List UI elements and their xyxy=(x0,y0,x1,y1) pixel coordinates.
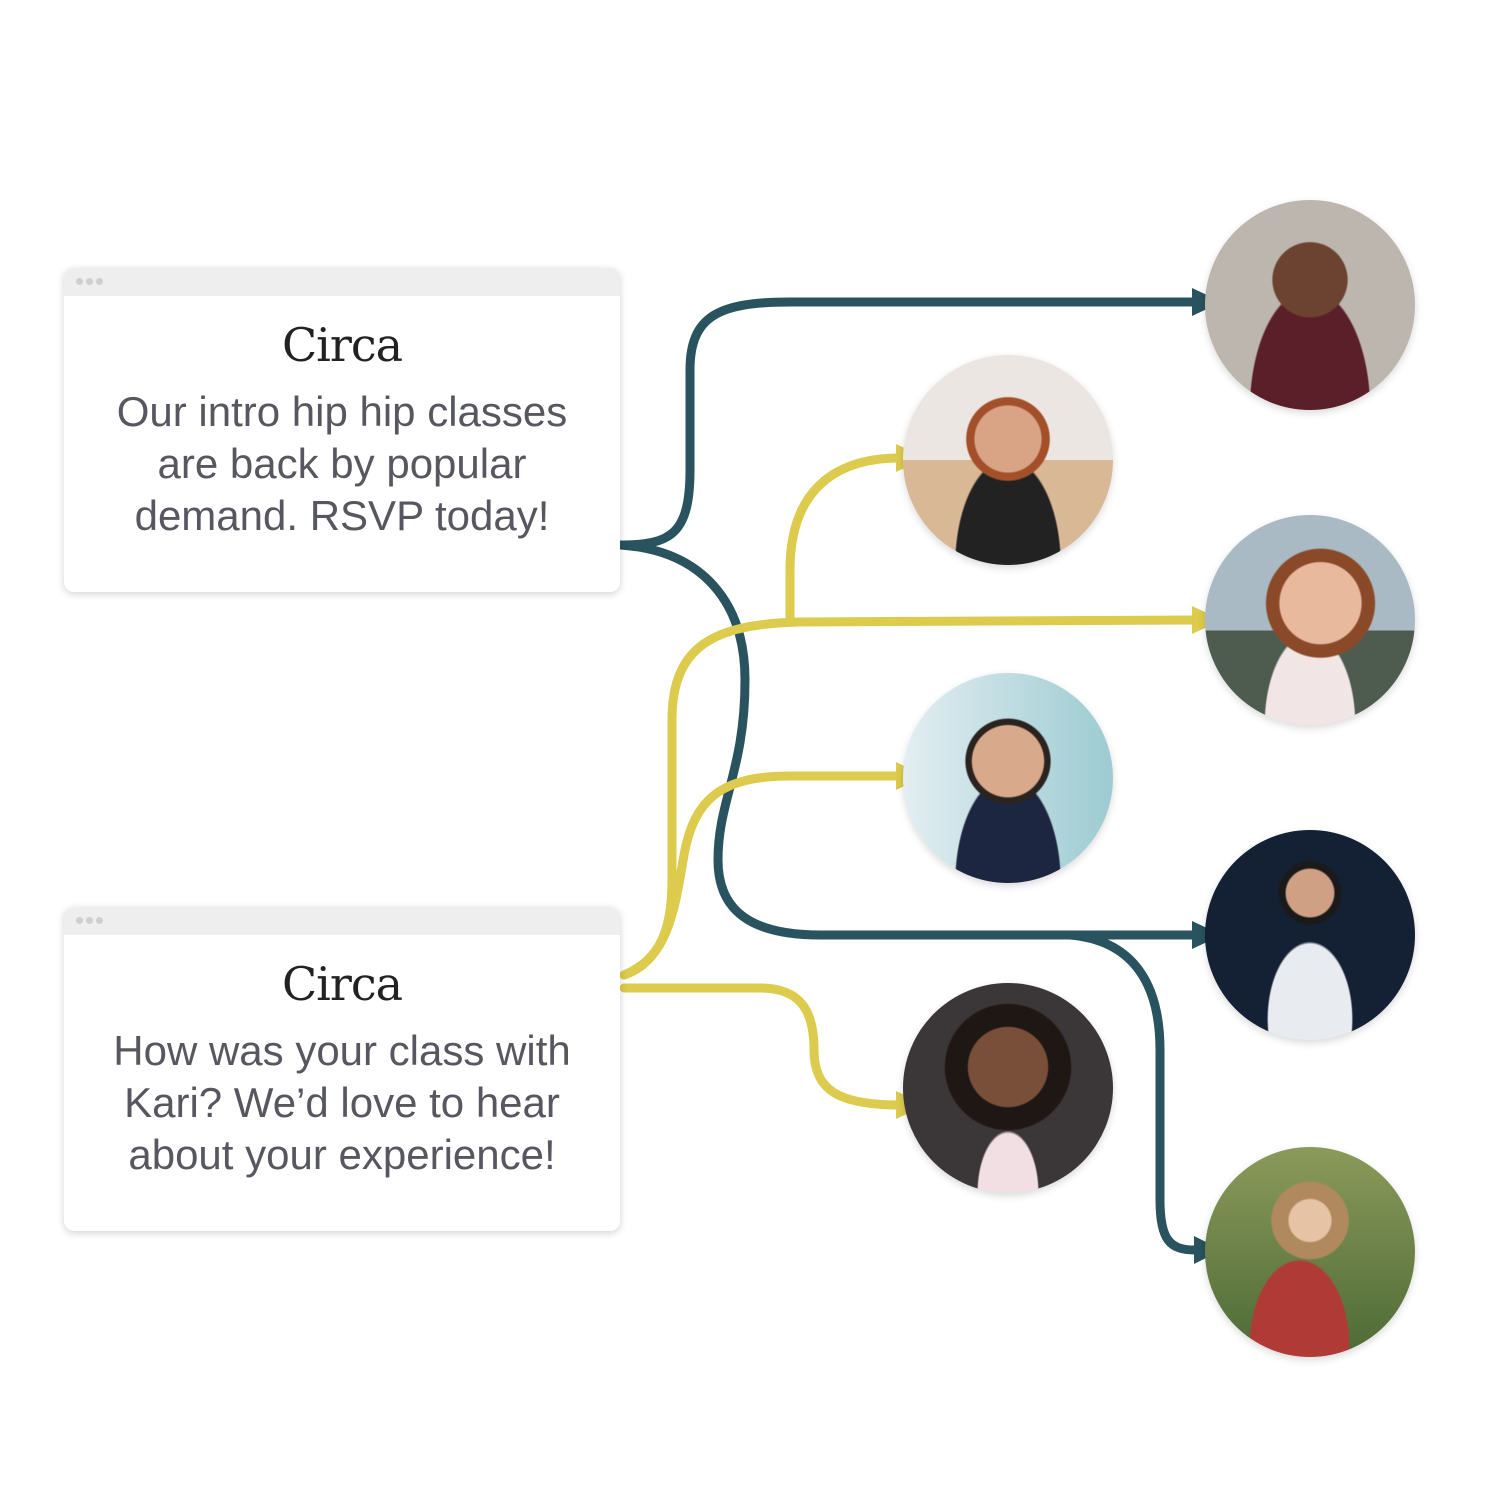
avatar-woman-peace-sign xyxy=(1205,830,1415,1040)
yellow-path-mid xyxy=(619,771,905,980)
avatar-woman-curly-hair xyxy=(903,983,1113,1193)
window-titlebar xyxy=(64,907,620,935)
message-card-feedback: Circa How was your class with Kari? We’d… xyxy=(64,907,620,1231)
avatar-woman-beach xyxy=(903,355,1113,565)
message-text: Our intro hip hip classes are back by po… xyxy=(116,388,568,539)
brand-logo: Circa xyxy=(281,318,403,372)
teal-path-branch xyxy=(1065,930,1200,1255)
yellow-path-low xyxy=(619,983,905,1110)
window-dots-icon xyxy=(76,278,103,285)
teal-path-top xyxy=(615,297,1200,550)
brand-logo: Circa xyxy=(281,957,403,1011)
avatar-man-smiling-brick-wall xyxy=(1205,200,1415,410)
window-dots-icon xyxy=(76,917,103,924)
window-titlebar xyxy=(64,268,620,296)
yellow-path-up xyxy=(785,453,905,627)
teal-path-bottom xyxy=(615,540,1200,940)
avatar-mother-children xyxy=(1205,1147,1415,1357)
message-card-rsvp: Circa Our intro hip hip classes are back… xyxy=(64,268,620,592)
message-text: How was your class with Kari? We’d love … xyxy=(113,1027,571,1178)
avatar-man-beard xyxy=(903,673,1113,883)
avatar-woman-laughing-lake xyxy=(1205,515,1415,725)
